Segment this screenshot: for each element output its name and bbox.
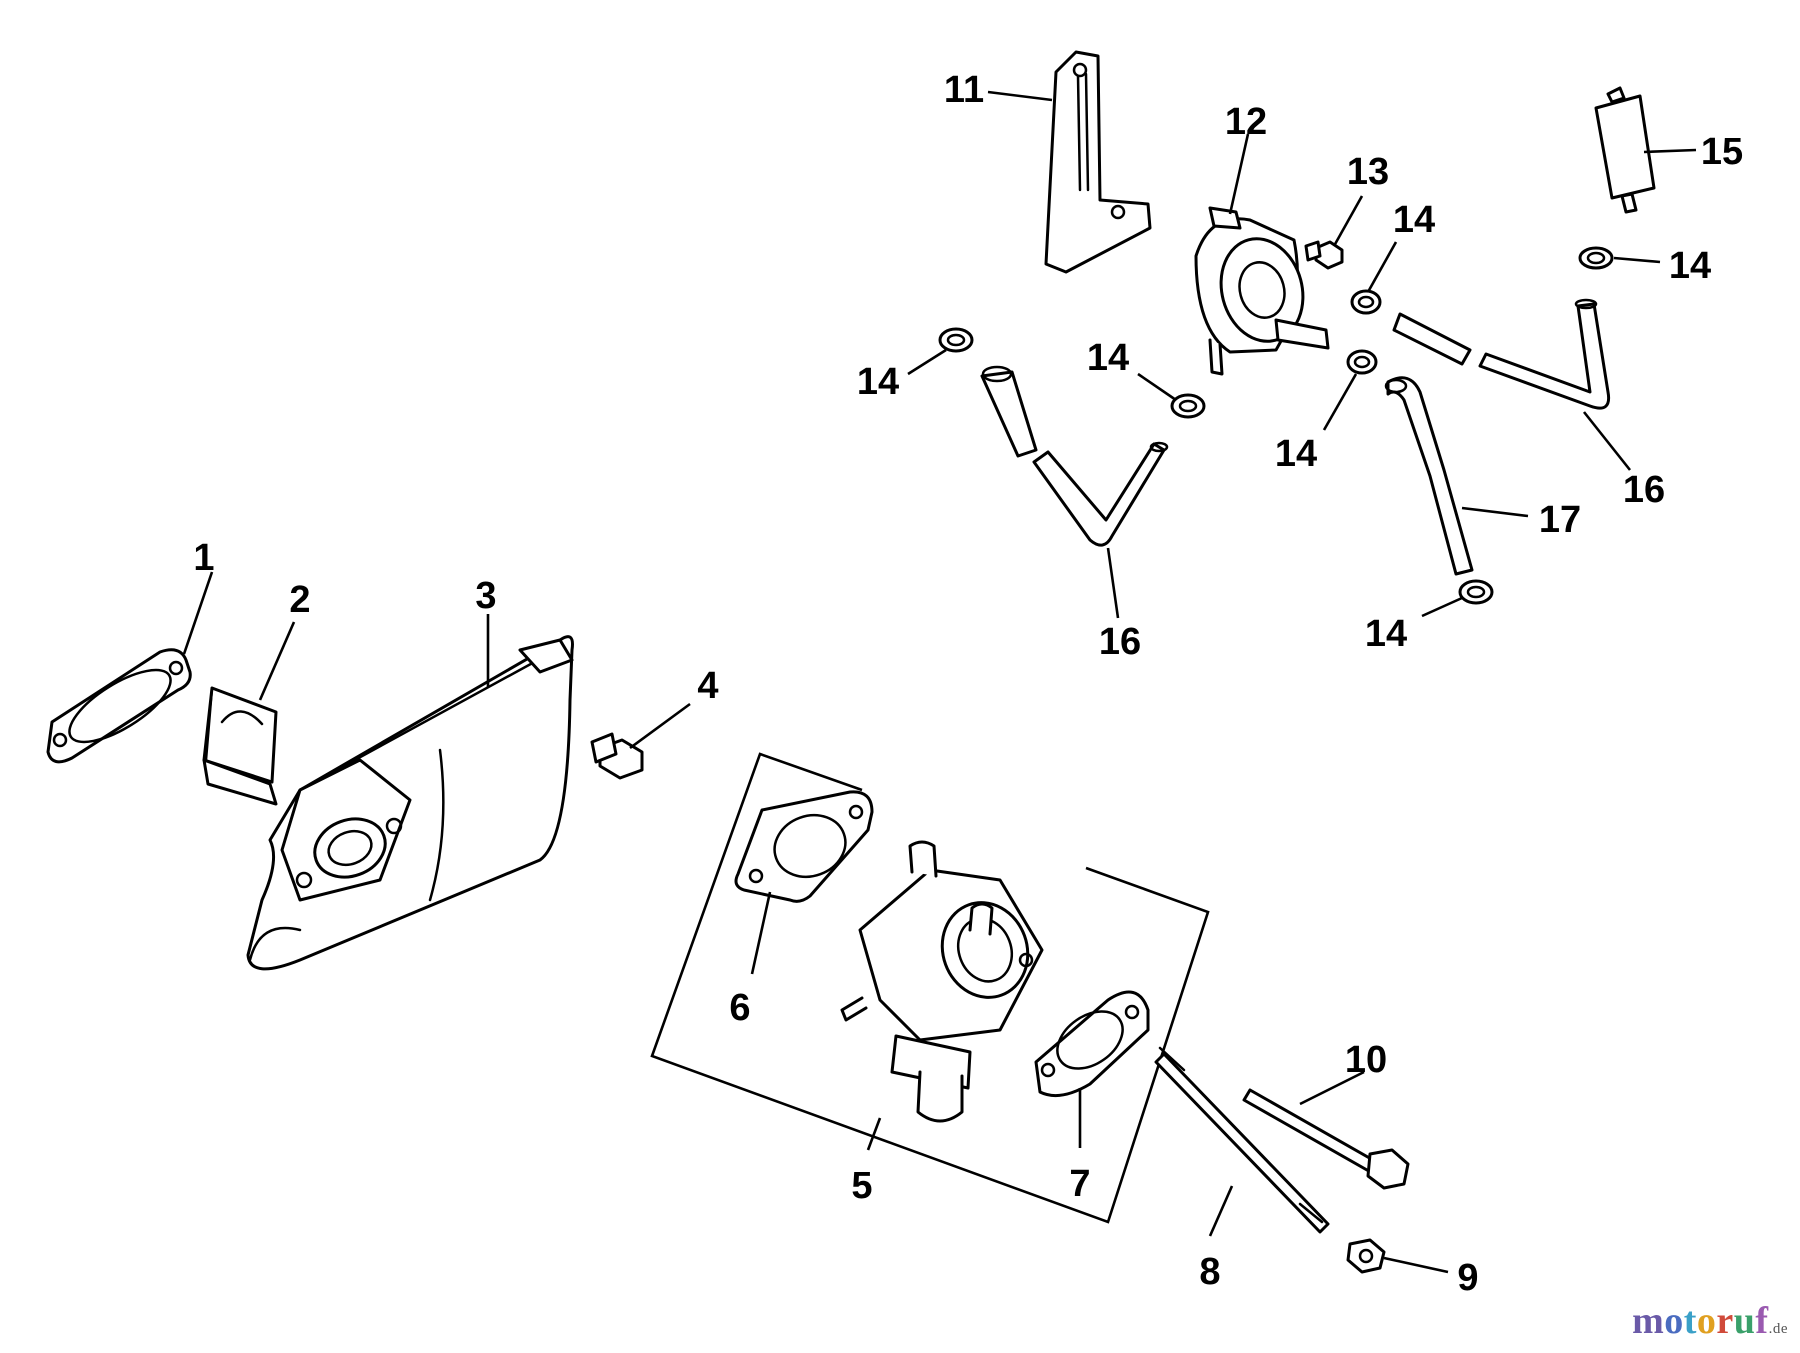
hose-clamp-part-14-e: [1578, 246, 1614, 270]
callout-14: 14: [1393, 199, 1435, 241]
gasket-part-1: [46, 648, 192, 764]
watermark-letter: f: [1755, 1300, 1769, 1342]
hose-clamp-part-14-f: [1458, 579, 1494, 605]
callout-1: 1: [193, 537, 214, 579]
formed-hose-part-17: [1384, 376, 1474, 576]
bracket-part-11: [1044, 50, 1152, 274]
fuel-hose-part-16-right: [1392, 298, 1611, 410]
bolt-part-10: [1242, 1088, 1410, 1190]
callout-14: 14: [1087, 337, 1129, 379]
hose-clamp-part-14-d: [1346, 349, 1378, 375]
watermark-letter: o: [1696, 1300, 1717, 1342]
screw-part-13: [1304, 240, 1344, 270]
callout-17: 17: [1539, 499, 1581, 541]
callout-2: 2: [289, 579, 310, 621]
callout-labels: 1 2 3 4 5 6 7 8 9 10 11 12 13 14 14 14 1…: [193, 69, 1743, 1299]
watermark-suffix: .de: [1768, 1321, 1788, 1337]
callout-12: 12: [1225, 101, 1267, 143]
watermark-letter: o: [1664, 1300, 1684, 1342]
gasket-part-7: [1034, 990, 1150, 1098]
carburetor-kit-box-part-5: [650, 752, 1210, 1224]
gasket-part-6: [734, 790, 874, 903]
callout-9: 9: [1457, 1257, 1478, 1299]
callout-16: 16: [1099, 621, 1141, 663]
callout-15: 15: [1701, 131, 1743, 173]
watermark-letter: r: [1716, 1300, 1734, 1342]
fuel-pump-part-12: [1194, 206, 1330, 376]
callout-7: 7: [1069, 1163, 1090, 1205]
callout-14: 14: [1275, 433, 1317, 475]
watermark-logo: motoruf.de: [1632, 1299, 1788, 1343]
callout-3: 3: [475, 575, 496, 617]
fuel-hose-part-16-left: [980, 365, 1169, 547]
watermark-letter: m: [1632, 1300, 1665, 1342]
bolt-part-4: [590, 732, 644, 780]
callout-5: 5: [851, 1165, 872, 1207]
watermark-letter: t: [1683, 1300, 1697, 1342]
shroud-part-3: [246, 635, 574, 971]
callout-13: 13: [1347, 151, 1389, 193]
fuel-filter-part-15: [1594, 86, 1656, 214]
callout-10: 10: [1345, 1039, 1387, 1081]
hose-clamp-part-14-c: [1350, 289, 1382, 315]
carburetor-part-5: [840, 840, 1044, 1123]
nut-part-9: [1346, 1238, 1386, 1274]
callout-14: 14: [1365, 613, 1407, 655]
deflector-part-2: [202, 686, 278, 806]
callout-14: 14: [1669, 245, 1711, 287]
hose-clamp-part-14-a: [938, 327, 974, 353]
hose-clamp-part-14-b: [1170, 393, 1206, 419]
callout-6: 6: [729, 987, 750, 1029]
callout-14: 14: [857, 361, 899, 403]
callout-11: 11: [944, 69, 984, 111]
leader-lines: [182, 90, 1697, 1274]
callout-16: 16: [1623, 469, 1665, 511]
callout-4: 4: [697, 665, 718, 707]
watermark-letter: u: [1733, 1300, 1756, 1342]
callout-8: 8: [1199, 1251, 1220, 1293]
stud-part-8: [1154, 1046, 1330, 1234]
